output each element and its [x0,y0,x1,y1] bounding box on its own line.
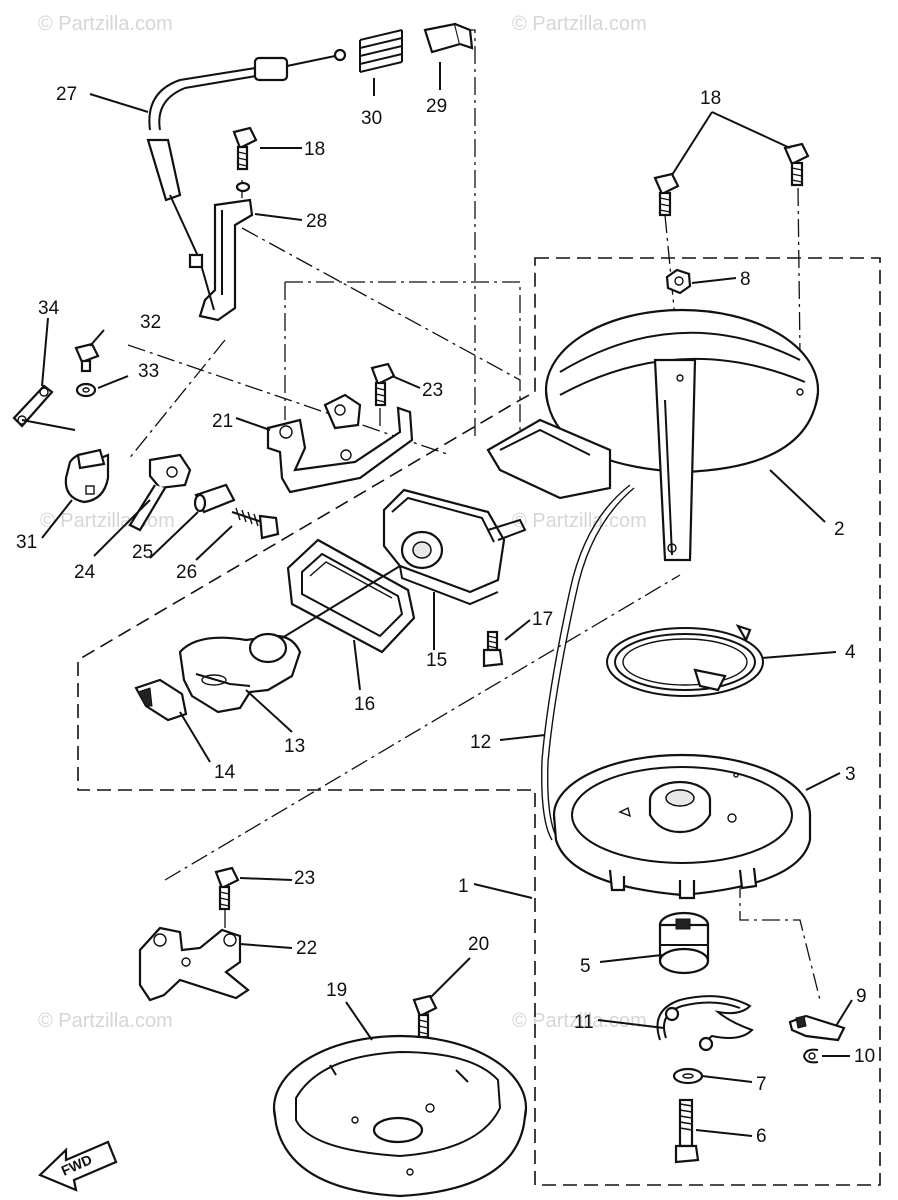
bolt-part-23-upper [370,362,396,407]
spring-part-30 [359,29,403,73]
bolt-part-18-b [783,142,810,187]
label-17: 17 [532,609,553,630]
label-22: 22 [296,938,317,959]
bolt-part-20 [412,994,438,1039]
label-13: 13 [284,736,305,757]
nut-part-8 [665,268,692,295]
label-30: 30 [361,108,382,129]
spiral-spring-part-4 [606,624,764,697]
label-2: 2 [834,519,845,540]
bracket-part-22 [138,926,250,1002]
label-18-right: 18 [700,88,721,109]
label-24: 24 [74,562,96,583]
label-21: 21 [212,411,233,432]
cap-part-29 [423,22,474,54]
handle-part-13 [178,565,401,714]
label-25: 25 [132,542,153,563]
rope-part-12 [541,484,635,841]
label-8: 8 [740,269,751,290]
label-33: 33 [138,361,159,382]
bolt-part-6 [674,1098,700,1164]
watermark-bottom-left: © Partzilla.com [38,1010,173,1032]
pulley-part-3 [552,753,812,900]
joint-part-31 [64,448,110,504]
label-26: 26 [176,562,197,583]
label-7: 7 [756,1074,767,1095]
leader-lines [41,62,853,1137]
bolt-part-18-left [232,126,258,193]
label-32: 32 [140,312,161,333]
starter-case-part-2 [486,308,820,562]
insert-part-14 [134,678,188,722]
base-plate-part-19 [272,1034,528,1198]
label-23-lower: 23 [294,868,315,889]
collar-part-25 [193,483,236,514]
pawl-part-9 [788,1014,846,1042]
cable-part-27 [146,48,347,311]
label-34: 34 [38,298,60,319]
label-6: 6 [756,1126,767,1147]
label-20: 20 [468,934,489,955]
label-14: 14 [214,762,236,783]
label-12: 12 [470,732,491,753]
clip-part-10 [802,1048,819,1064]
drive-boss-part-5 [658,911,710,975]
label-19: 19 [326,980,347,1001]
watermark-mid-right: © Partzilla.com [512,510,647,532]
label-11: 11 [574,1012,594,1033]
label-27: 27 [56,84,77,105]
label-18-left: 18 [304,139,325,160]
bolt-part-18-a [653,172,680,217]
label-15: 15 [426,650,447,671]
label-5: 5 [580,956,591,977]
label-28: 28 [306,211,327,232]
watermark-top-right: © Partzilla.com [512,13,647,35]
label-1: 1 [458,876,469,897]
washer-part-33 [75,382,97,398]
bolt-part-23-lower [214,866,240,911]
label-29: 29 [426,96,447,117]
link-rod-part-34 [12,384,76,431]
lever-bracket-part-21 [266,393,414,494]
bolt-part-26 [231,507,280,540]
watermark-bottom-right: © Partzilla.com [512,1010,647,1032]
fwd-arrow-icon: FWD [38,1140,118,1192]
washer-part-7 [672,1067,704,1085]
label-3: 3 [845,764,856,785]
assembly-boundary [77,257,881,1186]
screw-part-17 [482,630,504,668]
spring-clip-part-11 [656,995,754,1052]
label-10: 10 [854,1046,875,1067]
bracket-part-28 [198,198,254,322]
watermark-mid-left: © Partzilla.com [40,510,175,532]
label-23-upper: 23 [422,380,443,401]
label-16: 16 [354,694,375,715]
label-4: 4 [845,642,856,663]
label-9: 9 [856,986,867,1007]
rope-guide-part-15 [382,488,527,606]
label-31: 31 [16,532,37,553]
lever-part-24 [128,453,192,532]
watermark-top-left: © Partzilla.com [38,13,173,35]
bolt-part-32 [74,342,100,373]
